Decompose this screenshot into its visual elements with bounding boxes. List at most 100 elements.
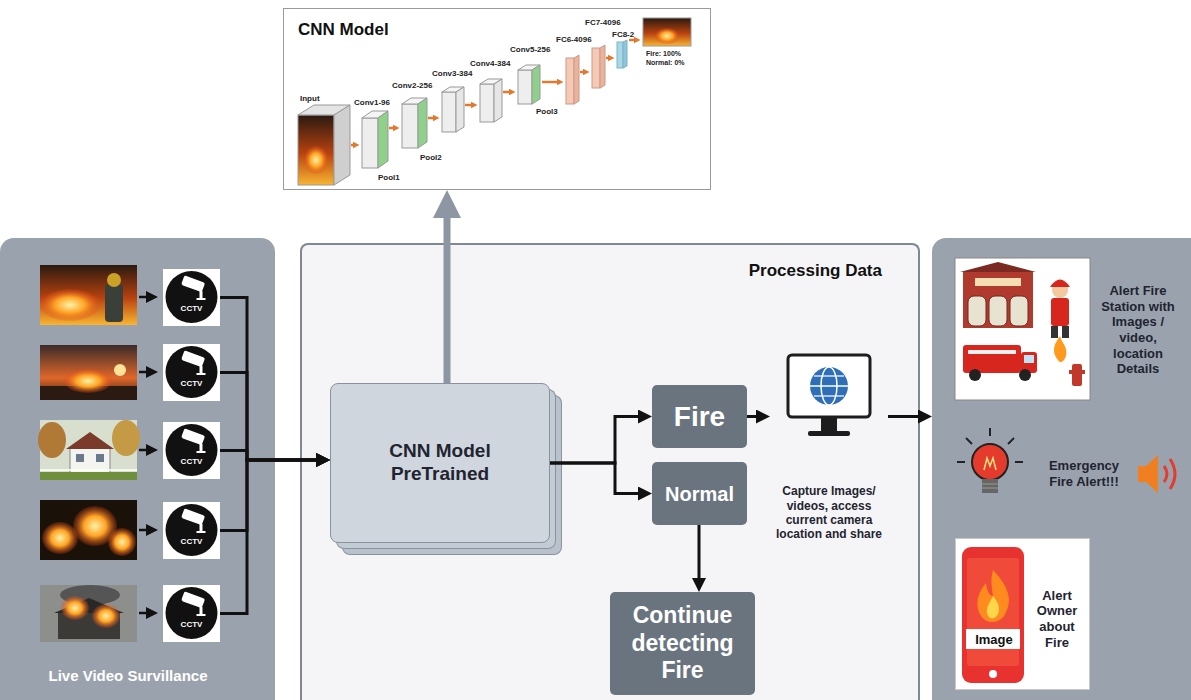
cnn-layers	[402, 98, 427, 104]
cctv-icon	[166, 504, 218, 556]
camera-thumbnail	[40, 472, 137, 480]
cctv-icon	[181, 591, 205, 608]
phone-icon	[962, 547, 1024, 683]
layer-label: Input	[300, 94, 360, 104]
alarm-bulb	[957, 428, 1023, 462]
cctv-icon	[181, 428, 205, 445]
fire-station-picture	[1072, 364, 1082, 386]
layer-arrow	[351, 144, 356, 147]
camera-thumbnail	[40, 500, 137, 560]
model-box: CNN Model	[283, 8, 711, 190]
camera-thumbnail	[40, 289, 100, 321]
cnn-layers	[643, 18, 691, 46]
box-label: Fire	[656, 400, 743, 434]
speaker-icon	[1170, 459, 1175, 489]
text-slot: CCTV	[171, 536, 212, 548]
connector-arrow	[220, 460, 323, 531]
fire-station-picture	[960, 262, 1036, 272]
alert-item: Emergency Fire Alert!!!	[950, 428, 1185, 523]
text-slot: Image	[964, 629, 1024, 651]
cnn-layers	[592, 48, 600, 88]
cctv-icon	[197, 373, 206, 375]
fire-station-picture	[969, 369, 981, 381]
connector-arrow	[220, 460, 323, 614]
layer-label: Pool1	[378, 173, 438, 183]
cctv-icon	[200, 366, 203, 374]
cnn-layers	[532, 65, 540, 104]
connector-arrow	[888, 415, 925, 418]
layer-label: Conv2-256	[392, 81, 452, 91]
camera-thumbnail	[54, 598, 124, 613]
text-slot: Pool2	[420, 152, 480, 164]
phone-icon	[967, 558, 1019, 666]
cctv-icon	[200, 524, 203, 532]
result-box: Fire	[652, 385, 747, 448]
camera-label: CCTV	[171, 537, 212, 547]
camera-label: CCTV	[171, 304, 212, 314]
fire-station-picture	[1024, 355, 1034, 363]
text-slot: Conv2-256	[392, 80, 452, 92]
fire-station-picture	[1052, 282, 1068, 298]
cctv-icon	[197, 451, 206, 453]
phone-icon	[989, 670, 997, 678]
cnn-layers	[298, 115, 334, 185]
text-slot: Alert Owner about Fire	[1027, 577, 1087, 661]
layer-label: FC6-4096	[556, 35, 616, 45]
connector-arrow	[444, 204, 451, 383]
layer-label: Pool3	[536, 107, 596, 117]
monitor-icon	[821, 367, 837, 405]
fire-station-picture	[975, 278, 1021, 286]
alarm-bulb	[982, 479, 998, 493]
cctv-icon	[166, 587, 218, 639]
cctv-icon	[200, 444, 203, 452]
connector-arrow	[698, 525, 701, 585]
alarm-bulb	[989, 428, 991, 436]
box-label: Continue detecting Fire	[615, 602, 750, 685]
cctv-icon	[166, 346, 218, 398]
camera-thumbnail	[38, 422, 66, 458]
layer-arrow	[465, 104, 474, 107]
phone-icon	[966, 629, 1020, 649]
camera-label: CCTV	[171, 457, 212, 467]
cnn-layers	[362, 111, 388, 118]
text-slot: Pool3	[536, 106, 596, 118]
layer-arrow	[542, 81, 560, 84]
cnn-layers	[334, 105, 350, 185]
camera-thumbnail	[42, 522, 78, 554]
fire-station-picture	[963, 272, 1033, 328]
phone-icon	[962, 547, 1024, 683]
phone-icon	[977, 570, 1009, 622]
cctv-icon	[181, 350, 205, 367]
alert-text: Alert Fire Station with Images / video, …	[1093, 283, 1183, 377]
camera-thumbnail	[40, 585, 137, 642]
cctv-icon	[181, 275, 205, 292]
fire-station-picture	[1021, 352, 1037, 373]
cnn-layers	[378, 111, 388, 168]
cnn-layers	[655, 28, 679, 44]
fire-station-picture	[1062, 326, 1069, 338]
text-slot: CCTV	[171, 619, 212, 631]
cctv-icon	[181, 508, 205, 525]
cnn-layers	[518, 70, 532, 104]
feed-arrow	[139, 449, 152, 452]
camera-thumbnail	[73, 506, 117, 546]
fire-station-picture	[963, 345, 1021, 373]
cnn-layers	[518, 65, 540, 70]
fire-station-picture	[1050, 280, 1070, 288]
layer-label: Fire: 100%	[646, 50, 706, 58]
cnn-layers	[402, 104, 418, 148]
layer-label: Conv1-96	[354, 98, 414, 108]
camera-thumbnail	[40, 265, 137, 325]
text-slot: Alert Fire Station with Images / video, …	[1093, 255, 1183, 405]
text-slot: Conv4-384	[470, 58, 530, 70]
camera-thumbnail	[114, 364, 126, 376]
cnn-layers	[442, 92, 456, 132]
cctv-icon	[200, 607, 203, 615]
panel-title: Live Video Survillance	[8, 667, 248, 685]
text-slot: Live Video Survillance	[8, 658, 248, 694]
alarm-bulb	[957, 428, 1023, 493]
camera-node: CCTV	[163, 344, 220, 401]
